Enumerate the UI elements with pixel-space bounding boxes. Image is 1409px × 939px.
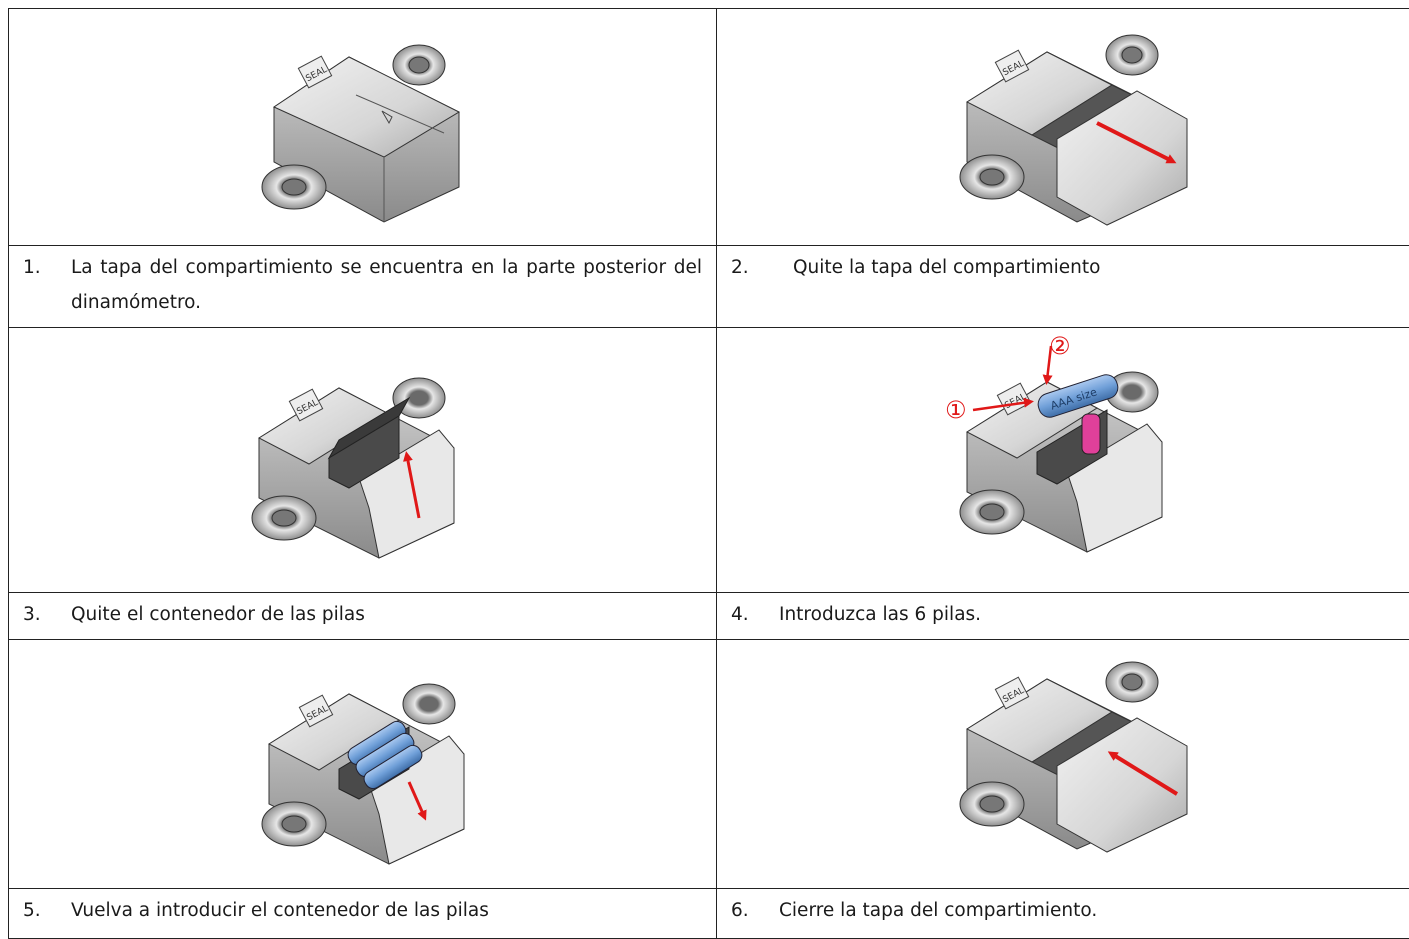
step-4-caption: 4. Introduzca las 6 pilas. <box>717 593 1409 640</box>
step-2-caption: 2. Quite la tapa del compartimiento <box>717 246 1409 328</box>
insert-arrow-2 <box>1042 345 1053 385</box>
step-6-illustration-cell: SEAL <box>717 640 1409 889</box>
step-3-illustration-cell: SEAL <box>9 328 717 593</box>
marker-2: ② <box>1049 332 1071 360</box>
step-text: Vuelva a introducir el contenedor de las… <box>71 900 489 921</box>
step-number: 6. <box>731 900 749 921</box>
step-5-caption: 5. Vuelva a introducir el contenedor de … <box>9 889 717 939</box>
lift-out-arrow <box>403 451 421 519</box>
reinsert-holder-illustration: SEAL <box>261 683 465 865</box>
step-text: Quite la tapa del compartimiento <box>793 257 1101 278</box>
step-number: 2. <box>731 257 749 278</box>
step-text: Quite el contenedor de las pilas <box>71 604 365 625</box>
slide-out-arrow <box>1096 121 1177 164</box>
step-number: 4. <box>731 604 749 625</box>
step-2-illustration-cell: SEAL <box>717 9 1409 246</box>
device-cover-removed-illustration: SEAL <box>959 34 1188 226</box>
step-number: 3. <box>23 604 41 625</box>
insert-batteries-illustration: AAA size SEAL ① ② <box>945 332 1163 553</box>
insert-arrow-1 <box>972 397 1034 412</box>
step-text: La tapa del compartimiento se encuentra … <box>71 257 702 313</box>
close-cover-illustration: SEAL <box>959 661 1188 853</box>
insert-down-arrow <box>407 781 427 821</box>
battery-instructions-table: SEAL SEAL 1. La tapa del compartimiento … <box>8 8 1409 939</box>
device-closed-illustration: SEAL <box>261 44 461 223</box>
sliding-cover <box>1056 90 1188 226</box>
step-text: Cierre la tapa del compartimiento. <box>779 900 1098 921</box>
step-number: 5. <box>23 900 41 921</box>
step-5-illustration-cell: SEAL <box>9 640 717 889</box>
step-1-illustration-cell: SEAL <box>9 9 717 246</box>
step-6-caption: 6. Cierre la tapa del compartimiento. <box>717 889 1409 939</box>
battery-pink <box>1081 413 1101 455</box>
step-1-caption: 1. La tapa del compartimiento se encuent… <box>9 246 717 328</box>
slide-in-arrow <box>1107 751 1179 796</box>
step-number: 1. <box>23 257 41 278</box>
aaa-battery <box>1037 374 1119 418</box>
step-3-caption: 3. Quite el contenedor de las pilas <box>9 593 717 640</box>
battery-holder-removed-illustration: SEAL <box>251 377 455 559</box>
step-text: Introduzca las 6 pilas. <box>779 604 982 625</box>
marker-1: ① <box>945 396 967 424</box>
step-4-illustration-cell: AAA size SEAL ① ② <box>717 328 1409 593</box>
